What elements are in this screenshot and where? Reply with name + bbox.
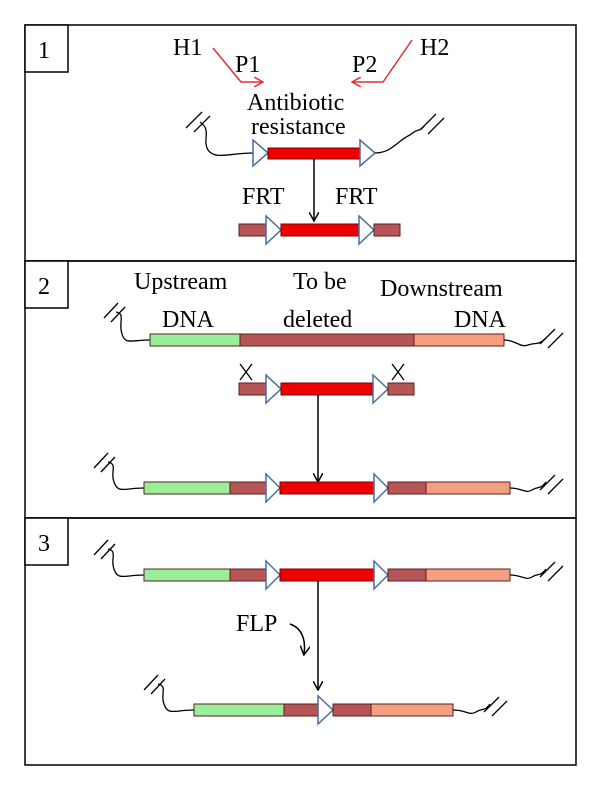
p3-final-right-flank xyxy=(332,703,372,717)
panel-1-number-box xyxy=(24,24,69,73)
frt-right-label: FRT xyxy=(335,184,378,210)
frt-left-triangle xyxy=(252,138,270,168)
flp-label: FLP xyxy=(236,611,277,637)
p2-cassette-frt-left xyxy=(265,373,283,405)
panel-3-number-box xyxy=(24,517,69,566)
cassette-frt-right xyxy=(358,214,376,246)
p3-top-resistance-gene xyxy=(279,568,375,582)
dna-downstream-label: DNA xyxy=(454,307,507,333)
p1-label: P1 xyxy=(235,52,260,78)
chromosome-right-break xyxy=(539,328,564,349)
p3-final-downstream xyxy=(370,703,454,717)
chromosome-left-break xyxy=(103,302,126,323)
p3-top-right-flank xyxy=(387,568,427,582)
panel-2: 2 Upstream DNA To be deleted Downstream … xyxy=(24,260,577,519)
p3-final-left-tail xyxy=(157,683,195,713)
p2-result-right-flank xyxy=(387,481,427,495)
p2-cassette-right-flank xyxy=(387,382,415,396)
antibiotic-label: Antibiotic xyxy=(247,90,344,116)
p2-cassette-frt-right xyxy=(372,373,390,405)
p2-result-left-flank xyxy=(229,481,267,495)
resistance-label: resistance xyxy=(251,114,346,140)
h1-label: H1 xyxy=(173,35,202,61)
p2-result-left-break xyxy=(93,452,116,473)
deleted-label: deleted xyxy=(283,307,352,333)
panel-1: 1 H1 P1 P2 H2 Antibiotic resistance FRT … xyxy=(24,24,577,262)
crossover-left xyxy=(239,363,253,381)
frt-right-triangle xyxy=(359,138,377,168)
p2-cassette-left-flank xyxy=(238,382,268,396)
panel-3: 3 FLP xyxy=(24,517,577,766)
p2-result-frt-left xyxy=(265,472,282,504)
h2-label: H2 xyxy=(420,35,449,61)
right-break-mark xyxy=(419,113,445,135)
p3-final-left-break xyxy=(143,674,166,695)
p2-label: P2 xyxy=(352,52,377,78)
p2-result-resistance-gene xyxy=(279,481,375,495)
p2-result-downstream xyxy=(425,481,511,495)
deleted-region-segment xyxy=(239,333,415,347)
panel-3-frame xyxy=(24,517,577,766)
p2-result-frt-right xyxy=(373,472,390,504)
frt-left-label: FRT xyxy=(242,184,285,210)
p2-result-right-break xyxy=(539,474,564,495)
p2-cassette-resistance-gene xyxy=(280,382,374,396)
panel-1-number: 1 xyxy=(38,38,50,64)
upstream-dna-segment xyxy=(149,333,241,347)
p3-final-right-tail xyxy=(452,703,491,715)
left-homology-tail xyxy=(199,121,254,156)
panel-2-number: 2 xyxy=(38,274,50,300)
chromosome-right-tail xyxy=(503,337,547,347)
p3-top-left-tail xyxy=(107,548,145,578)
p3-top-downstream xyxy=(425,568,511,582)
primer-p2-arrow xyxy=(353,39,413,82)
right-homology-tail xyxy=(374,125,425,154)
panel-2-number-box xyxy=(24,260,69,309)
downstream-label: Downstream xyxy=(380,276,503,302)
p3-top-right-break xyxy=(539,561,564,582)
p3-top-frt-left xyxy=(265,559,282,591)
primer-p1-arrow xyxy=(212,47,262,82)
to-be-label: To be xyxy=(293,269,347,295)
p3-final-left-flank xyxy=(283,703,319,717)
p3-top-frt-right xyxy=(373,559,390,591)
left-break-mark xyxy=(185,111,211,133)
p2-result-left-tail xyxy=(107,461,145,491)
crossover-right xyxy=(391,363,405,381)
p2-result-right-tail xyxy=(509,481,547,493)
chromosome-left-tail xyxy=(115,311,151,342)
dna-upstream-label: DNA xyxy=(162,307,215,333)
flp-curved-arrow xyxy=(289,623,304,654)
cassette-left-flank xyxy=(238,223,268,237)
p3-top-left-break xyxy=(93,539,116,560)
p2-result-upstream xyxy=(143,481,231,495)
upstream-label: Upstream xyxy=(134,269,228,295)
cassette-resistance-gene xyxy=(280,223,360,237)
p3-final-frt-scar xyxy=(317,694,335,726)
panel-3-number: 3 xyxy=(38,531,50,557)
resistance-gene-bar xyxy=(267,147,361,160)
cassette-right-flank xyxy=(373,223,401,237)
p3-final-right-break xyxy=(483,696,508,717)
p3-final-upstream xyxy=(193,703,285,717)
p3-top-right-tail xyxy=(509,568,547,580)
p3-top-upstream xyxy=(143,568,231,582)
cassette-frt-left xyxy=(265,214,283,246)
p3-top-left-flank xyxy=(229,568,267,582)
downstream-dna-segment xyxy=(413,333,505,347)
